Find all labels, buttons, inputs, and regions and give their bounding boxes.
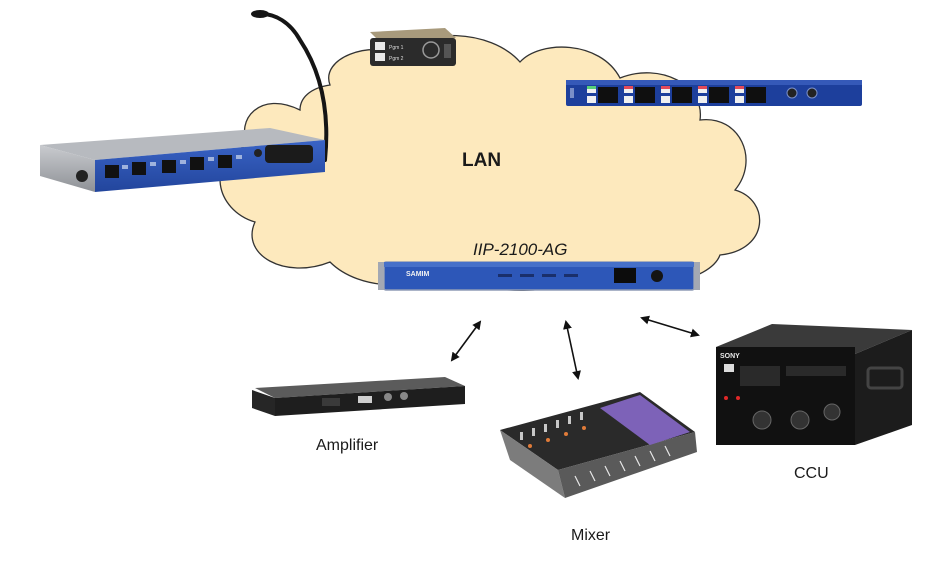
hub-device: SAMIM	[378, 261, 700, 291]
rack-intercom-panel	[566, 80, 862, 106]
ccu-label: CCU	[794, 465, 829, 482]
mixer-label: Mixer	[571, 527, 611, 544]
amplifier-label: Amplifier	[316, 437, 379, 454]
beltpack-panel: Pgm 1 Pgm 2	[370, 28, 456, 66]
connector-hub-amplifier	[450, 320, 482, 362]
hub-label: IIP-2100-AG	[473, 240, 568, 259]
ccu-brand: SONY	[720, 353, 740, 360]
gooseneck-mic-icon	[260, 12, 329, 162]
ccu-device: SONY	[716, 324, 912, 445]
lan-label: LAN	[462, 150, 502, 171]
connector-hub-mixer	[563, 320, 581, 380]
beltpack-line2: Pgm 2	[389, 56, 404, 62]
mixer-device	[500, 392, 697, 498]
hub-brand: SAMIM	[406, 271, 430, 278]
desk-station-panel	[40, 10, 329, 192]
beltpack-line1: Pgm 1	[389, 45, 404, 51]
connector-hub-ccu	[640, 315, 700, 338]
amplifier-device	[252, 377, 465, 416]
